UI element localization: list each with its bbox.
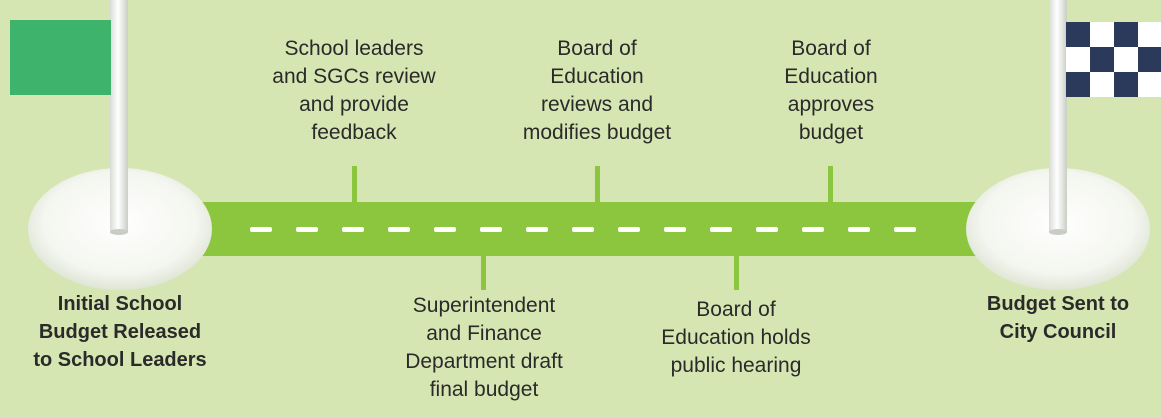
road-dash: [250, 227, 272, 232]
step-label-above-1: School leaders and SGCs review and provi…: [272, 37, 436, 144]
road-dash: [388, 227, 410, 232]
road-dash: [802, 227, 824, 232]
road-dash: [342, 227, 364, 232]
start-marker: [10, 0, 212, 290]
road-dash: [848, 227, 870, 232]
checker-cell: [1114, 22, 1138, 47]
road-dash: [618, 227, 640, 232]
checker-cell: [1138, 47, 1161, 72]
checker-cell: [1138, 22, 1161, 47]
road-dash: [296, 227, 318, 232]
start-pole-base: [110, 229, 128, 235]
step-label-below-1: Superintendent and Finance Department dr…: [405, 294, 563, 401]
finish-marker: [966, 0, 1161, 290]
road-dash: [434, 227, 456, 232]
checker-cell: [1114, 72, 1138, 97]
tick-step-5: [828, 166, 833, 202]
checker-cell: [1138, 72, 1161, 97]
checker-cell: [1090, 72, 1114, 97]
road-dash: [480, 227, 502, 232]
road-dash: [894, 227, 916, 232]
tick-step-1: [352, 166, 357, 202]
road-dash: [572, 227, 594, 232]
checker-cell: [1114, 47, 1138, 72]
step-label-above-2: Board of Education reviews and modifies …: [522, 37, 672, 144]
checker-cell: [1090, 47, 1114, 72]
step-label-above-3: Board of Education approves budget: [784, 37, 878, 144]
step-label-below-2: Board of Education holds public hearing: [661, 298, 811, 377]
start-pole: [110, 0, 128, 232]
finish-pole: [1049, 0, 1067, 232]
checkered-flag-icon: [1066, 22, 1161, 97]
tick-step-4: [734, 256, 739, 290]
green-flag-icon: [10, 20, 111, 95]
finish-label: Budget Sent to City Council: [986, 293, 1130, 343]
checker-cell: [1066, 72, 1090, 97]
road-dash: [526, 227, 548, 232]
start-label: Initial School Budget Released to School…: [33, 293, 207, 371]
checker-cell: [1066, 47, 1090, 72]
checker-cell: [1090, 22, 1114, 47]
checker-cell: [1066, 22, 1090, 47]
tick-step-2: [481, 256, 486, 290]
road-dash: [710, 227, 732, 232]
finish-pole-base: [1049, 229, 1067, 235]
road-dashes: [250, 227, 916, 232]
tick-step-3: [595, 166, 600, 202]
road-dash: [664, 227, 686, 232]
road-dash: [756, 227, 778, 232]
